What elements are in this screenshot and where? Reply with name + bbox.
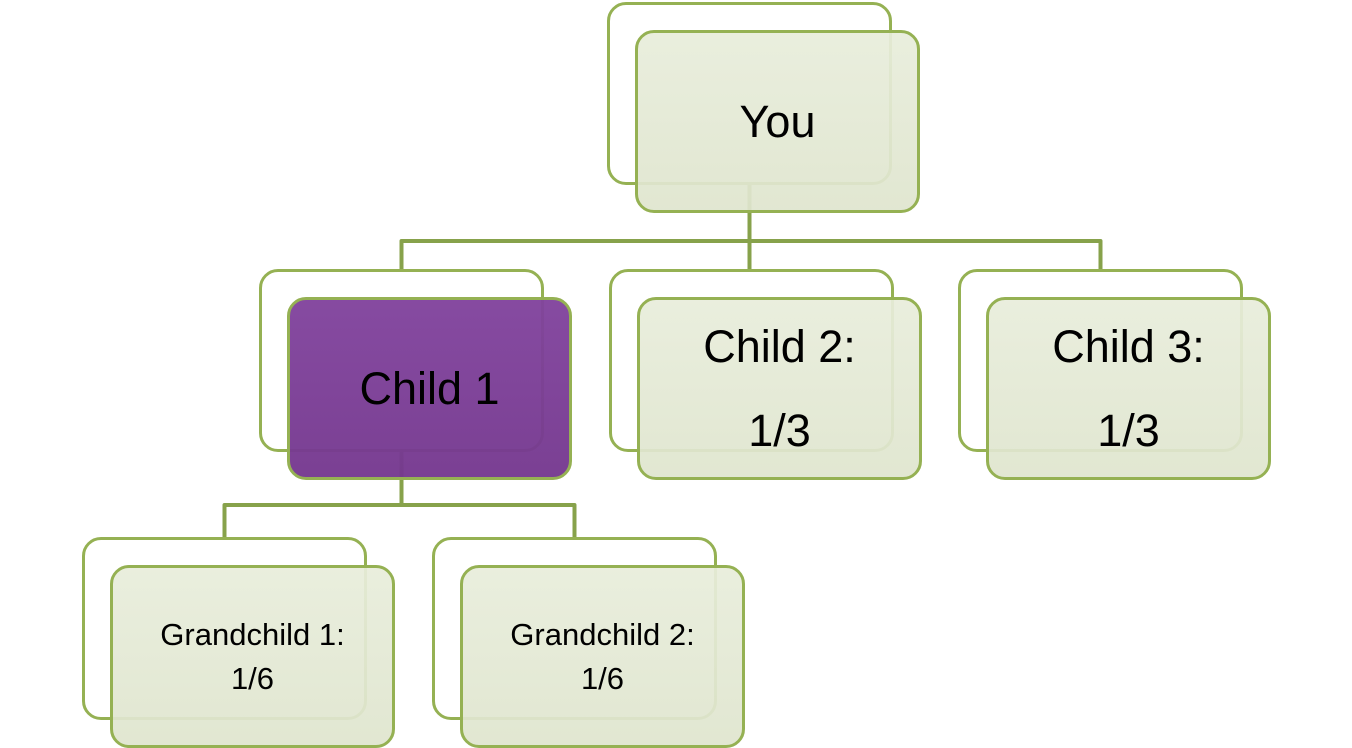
node-child1-label: Child 1	[359, 362, 500, 414]
node-child3-share: 1/3	[1097, 404, 1160, 456]
node-grandchild2-share: 1/6	[580, 660, 625, 696]
connector-grandchildren-bus	[222, 503, 577, 540]
node-you-label: You	[739, 95, 816, 147]
node-grandchild2-label: Grandchild 2:	[510, 617, 695, 653]
node-grandchild1: Grandchild 1: 1/6	[82, 537, 395, 748]
node-child2-label: Child 2:	[703, 321, 856, 373]
node-grandchild1-label: Grandchild 1:	[160, 617, 345, 653]
node-child2-share: 1/3	[748, 404, 811, 456]
node-child3: Child 3: 1/3	[958, 269, 1271, 480]
node-child3-label: Child 3:	[1052, 321, 1205, 373]
node-you-box: You	[635, 30, 920, 213]
node-grandchild1-box: Grandchild 1: 1/6	[110, 565, 395, 748]
node-you: You	[607, 2, 920, 213]
node-child1-box: Child 1	[287, 297, 572, 480]
node-grandchild2: Grandchild 2: 1/6	[432, 537, 745, 748]
node-child1: Child 1	[259, 269, 572, 480]
node-child3-box: Child 3: 1/3	[986, 297, 1271, 480]
node-grandchild1-share: 1/6	[230, 660, 275, 696]
node-child2-box: Child 2: 1/3	[637, 297, 922, 480]
node-child2: Child 2: 1/3	[609, 269, 922, 480]
node-grandchild2-box: Grandchild 2: 1/6	[460, 565, 745, 748]
